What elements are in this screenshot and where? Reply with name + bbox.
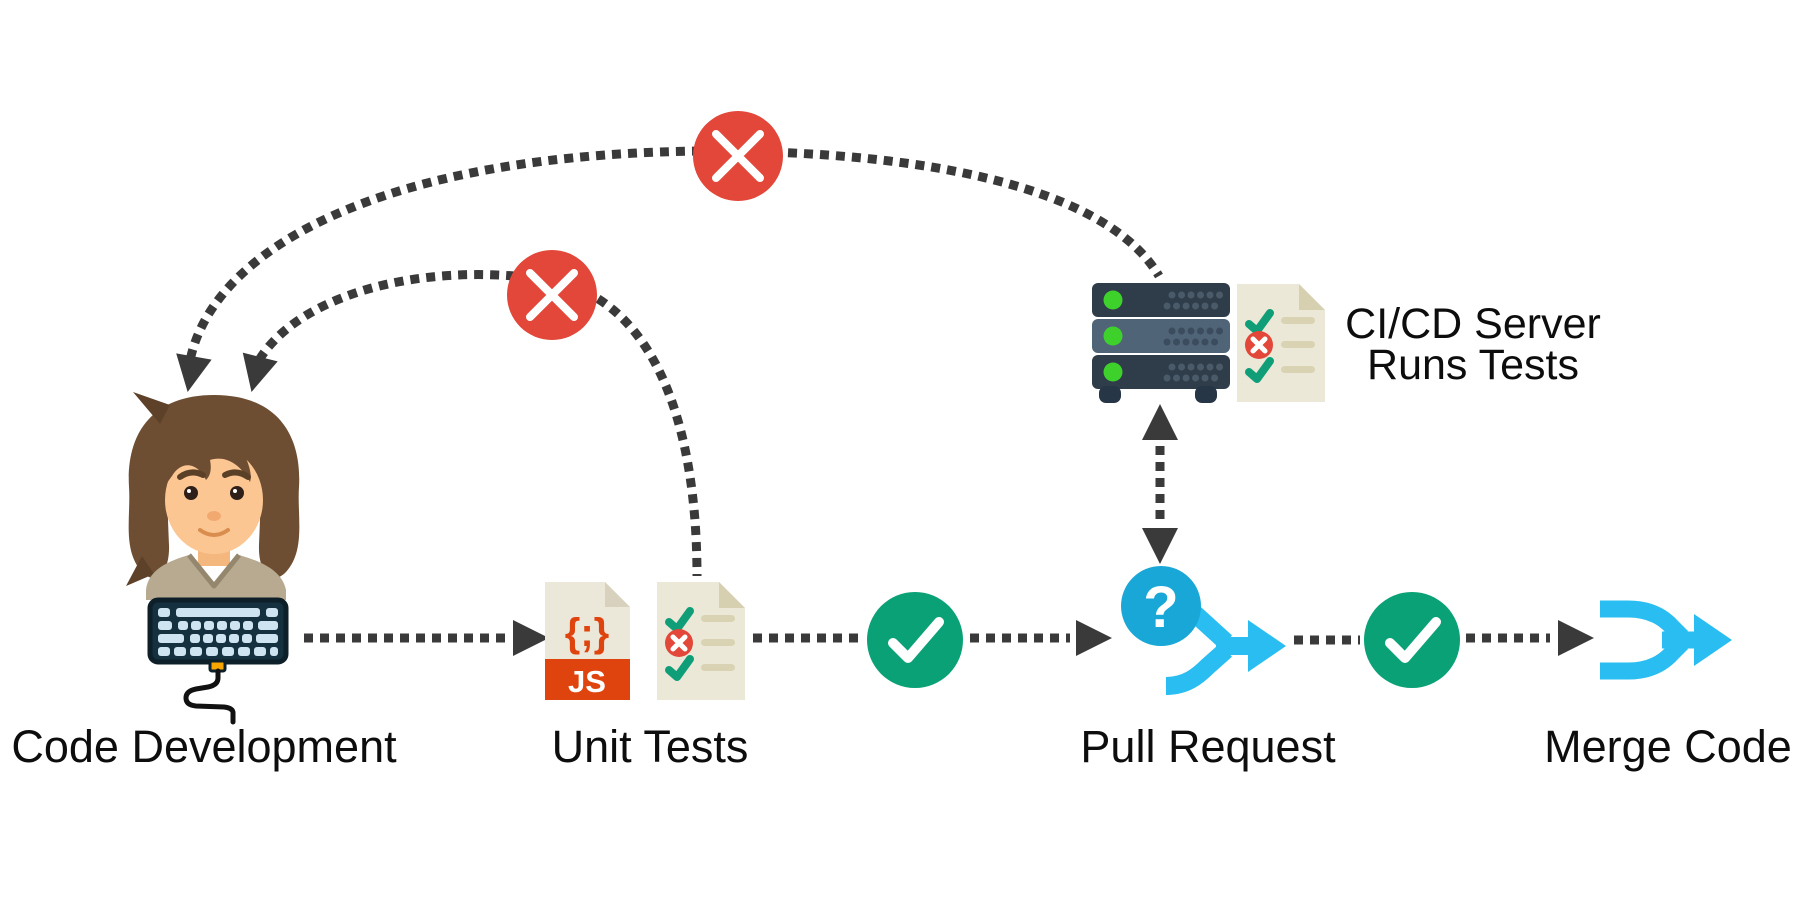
- server-led: [1103, 362, 1123, 382]
- server-foot: [1099, 386, 1121, 403]
- arrowhead-down-right: [242, 352, 278, 392]
- arrowhead-right: [513, 620, 549, 656]
- pull-request-label: Pull Request: [1080, 721, 1336, 772]
- arrowhead-right: [1076, 620, 1112, 656]
- connector-pass-to-merge: [1466, 620, 1594, 656]
- arrowhead-down-left: [176, 353, 212, 392]
- server-led: [1103, 290, 1123, 310]
- pull-request-icon: ?: [1121, 566, 1286, 695]
- arrowhead-right: [1558, 620, 1594, 656]
- fail-icon-server-loop: [693, 111, 783, 201]
- code-development-node: Code Development: [11, 392, 397, 772]
- merge-code-label: Merge Code: [1544, 721, 1792, 772]
- server-foot: [1195, 386, 1217, 403]
- developer-avatar: [126, 392, 300, 600]
- unit-tests-node: {;} JS Unit Tests: [545, 582, 748, 772]
- connector-pass-to-pullrequest: [970, 620, 1112, 656]
- keyboard-cable: [183, 668, 236, 725]
- question-mark: ?: [1143, 575, 1178, 640]
- arrowhead-down: [1142, 528, 1178, 564]
- js-file-icon: {;} JS: [545, 582, 630, 700]
- ci-server-node: CI/CD Server Runs Tests: [1092, 283, 1601, 403]
- pass-icon-pullrequest: [1364, 592, 1460, 688]
- merge-code-node: Merge Code: [1544, 600, 1792, 772]
- pass-icon-unittests: [867, 592, 963, 688]
- test-results-doc-icon: [657, 582, 745, 700]
- connector-dev-to-unittests: [304, 620, 549, 656]
- server-label-line1: CI/CD Server: [1345, 300, 1601, 348]
- connector-pullrequest-to-server: [1142, 404, 1178, 564]
- server-rack-icon: [1092, 283, 1230, 403]
- js-badge-text: JS: [568, 664, 606, 699]
- connector-fail-unittests-to-dev: [242, 270, 702, 577]
- fail-icon-unittest-loop: [507, 250, 597, 340]
- question-circle: [1121, 566, 1201, 646]
- server-led: [1103, 326, 1123, 346]
- arrowhead-up: [1142, 404, 1178, 440]
- pull-request-node: ? Pull Request: [1080, 566, 1336, 772]
- test-results-doc-icon: [1237, 284, 1325, 402]
- keyboard-icon: [147, 597, 289, 725]
- server-label-line2: Runs Tests: [1367, 341, 1579, 389]
- connector-fail-server-to-dev: [176, 146, 1163, 392]
- code-development-label: Code Development: [11, 721, 397, 772]
- js-braces-glyph: {;}: [565, 611, 609, 655]
- unit-tests-label: Unit Tests: [552, 721, 749, 772]
- merge-icon: [1600, 600, 1732, 680]
